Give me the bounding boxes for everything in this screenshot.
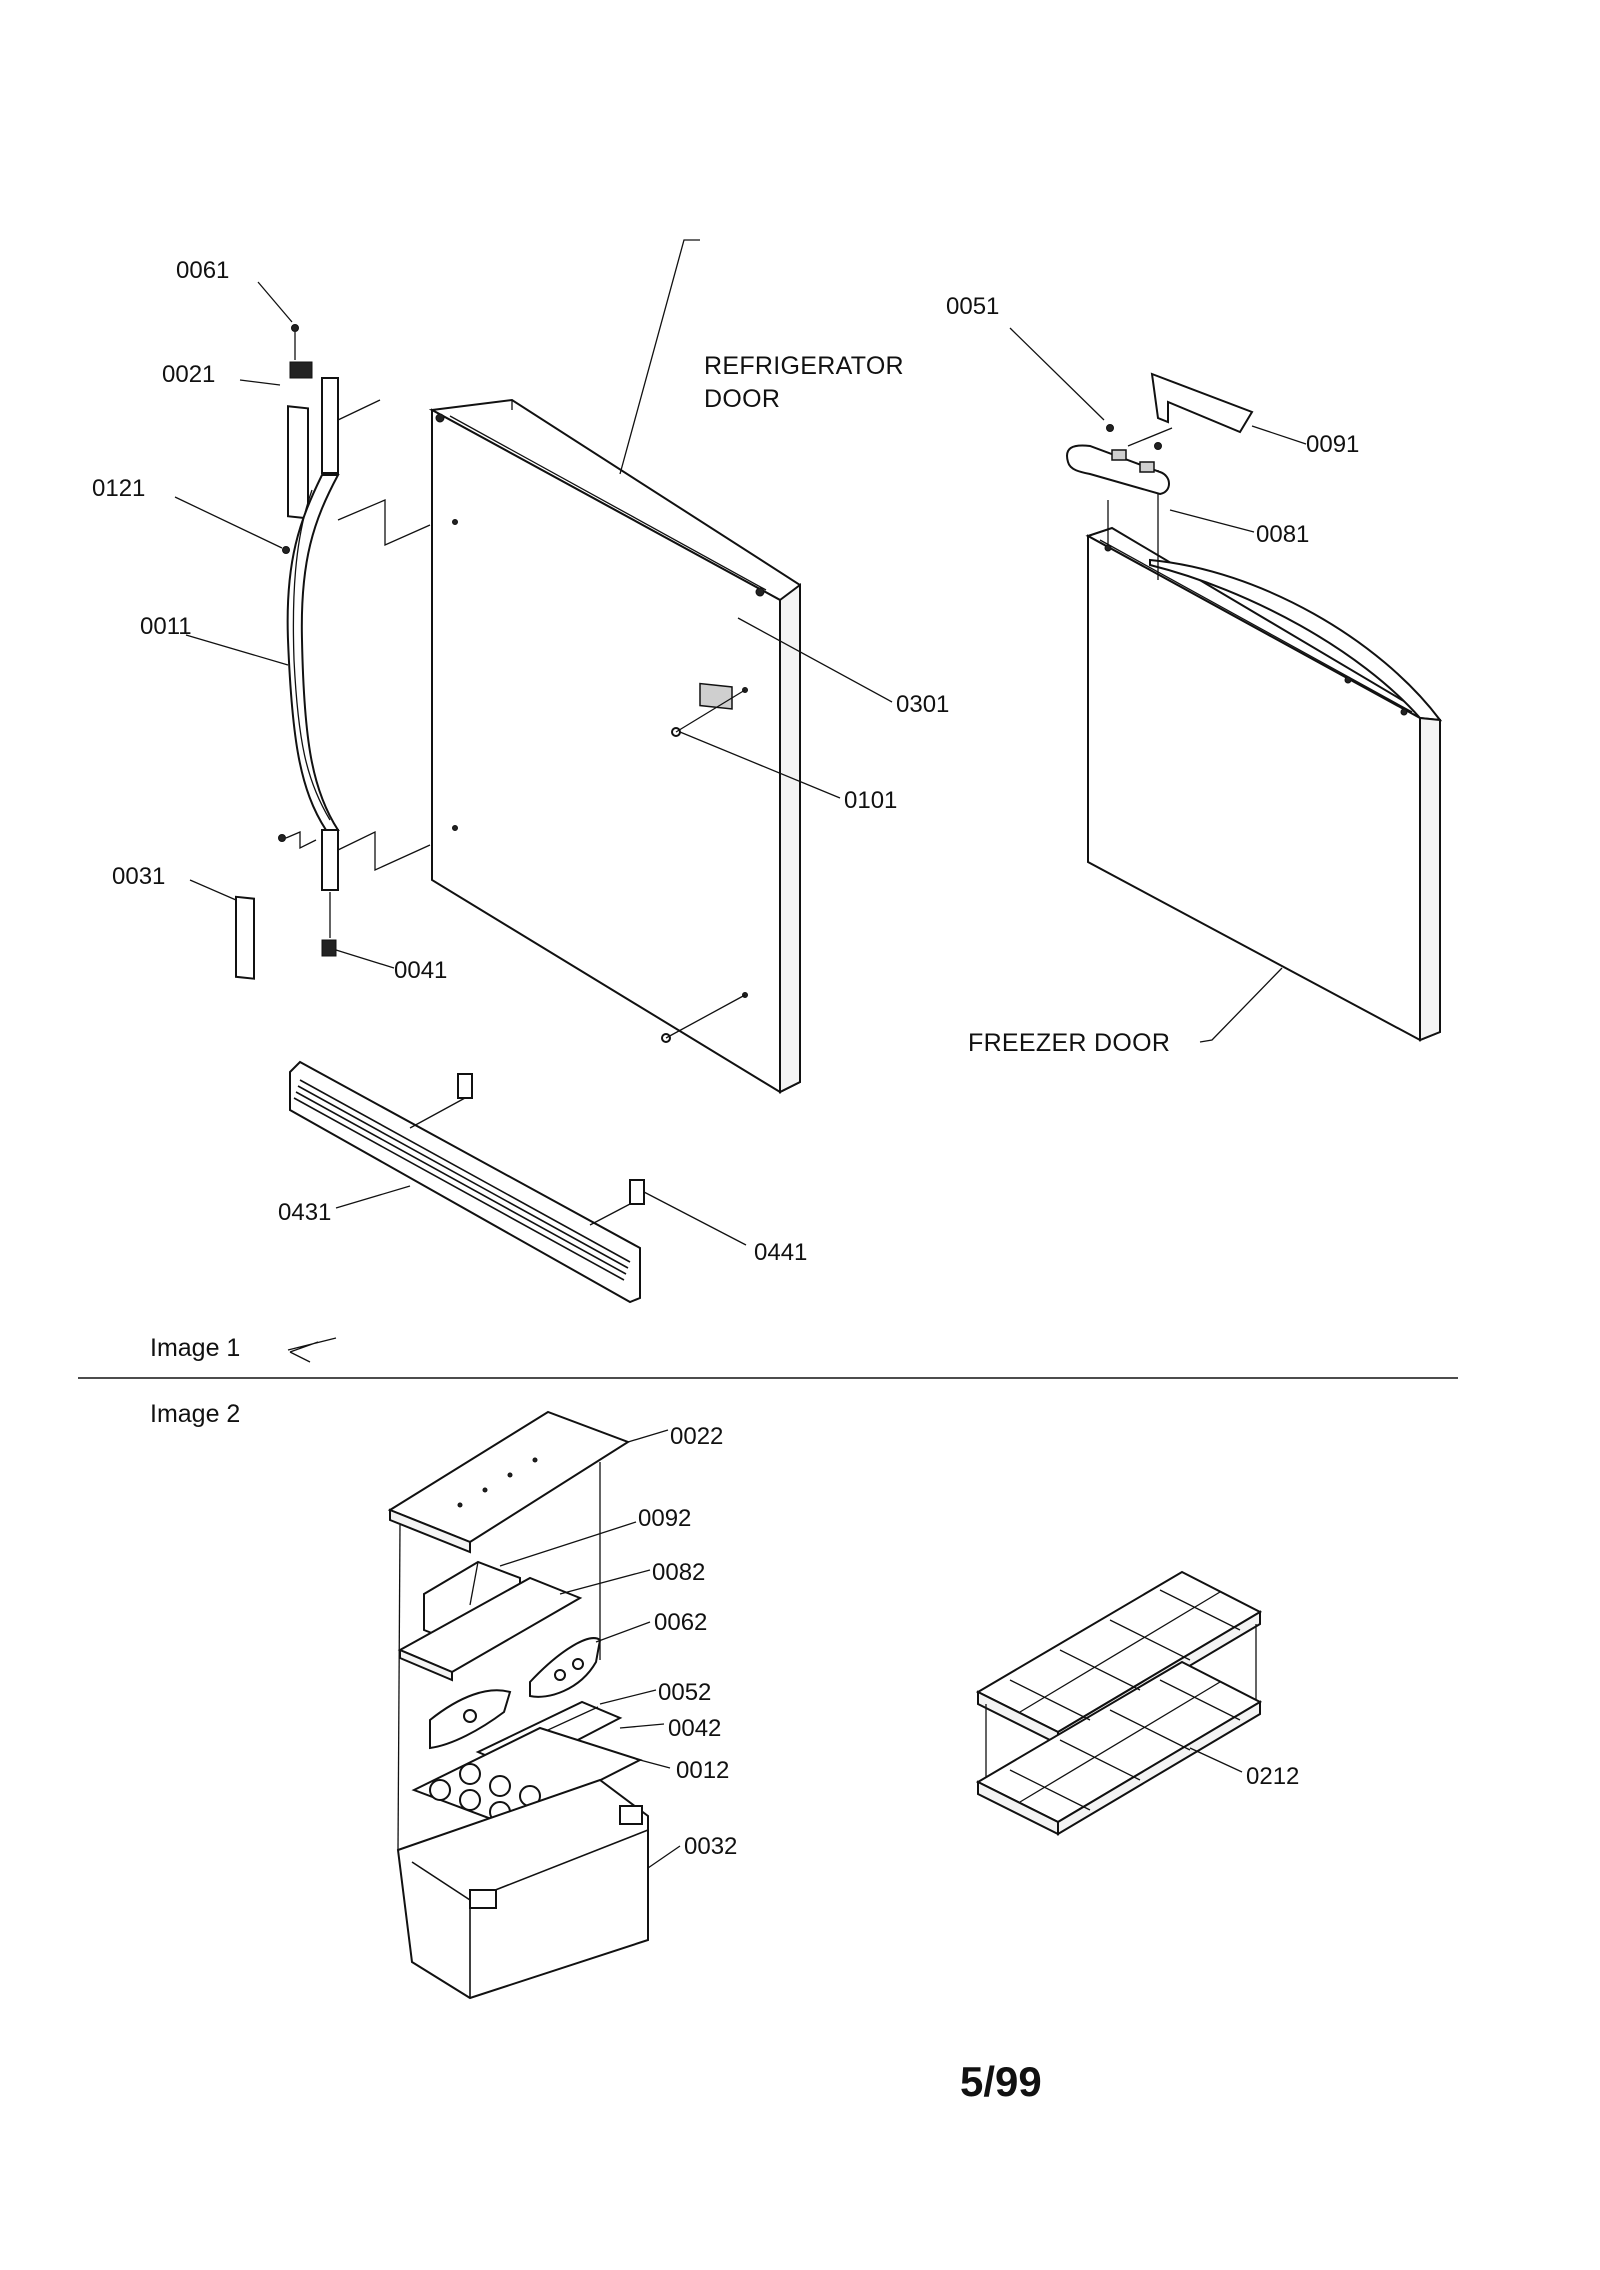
part-label-0021: 0021 [162,361,216,388]
part-label-0092: 0092 [638,1505,692,1532]
part-label-0121: 0121 [92,475,146,502]
grille-drawing [289,1060,645,1304]
part-label-0062: 0062 [654,1609,708,1636]
part-label-0212: 0212 [1246,1763,1300,1790]
part-label-0441: 0441 [754,1239,808,1266]
part-label-0431: 0431 [278,1199,332,1226]
image2-section-label: Image 2 [150,1400,241,1428]
part-label-0042: 0042 [668,1715,722,1742]
part-label-0041: 0041 [394,957,448,984]
part-label-0032: 0032 [684,1833,738,1860]
image2-leader-lines [499,1429,1243,1869]
part-label-0061: 0061 [176,257,230,284]
part-label-0301: 0301 [896,691,950,718]
image1-leader-lines [174,239,1307,1363]
part-label-0052: 0052 [658,1679,712,1706]
ice-bucket-assembly-drawing [387,1410,649,2000]
door-handle-drawing [235,324,431,980]
image1-section-label: Image 1 [150,1334,241,1362]
part-label-0082: 0082 [652,1559,706,1586]
part-label-0091: 0091 [1306,431,1360,458]
part-label-0081: 0081 [1256,521,1310,548]
page-code: 5/99 [960,2058,1042,2105]
part-label-0022: 0022 [670,1423,724,1450]
part-label-0031: 0031 [112,863,166,890]
part-label-0051: 0051 [946,293,1000,320]
part-label-0011: 0011 [140,613,192,640]
refrigerator-door-drawing [428,398,801,1094]
freezer-door-label: FREEZER DOOR [968,1029,1171,1057]
refrigerator-door-label: REFRIGERATOR DOOR [704,352,904,413]
part-label-0101: 0101 [844,787,898,814]
part-label-0012: 0012 [676,1757,730,1784]
ice-trays-drawing [975,1570,1263,1836]
freezer-door-drawing [1066,372,1443,1042]
